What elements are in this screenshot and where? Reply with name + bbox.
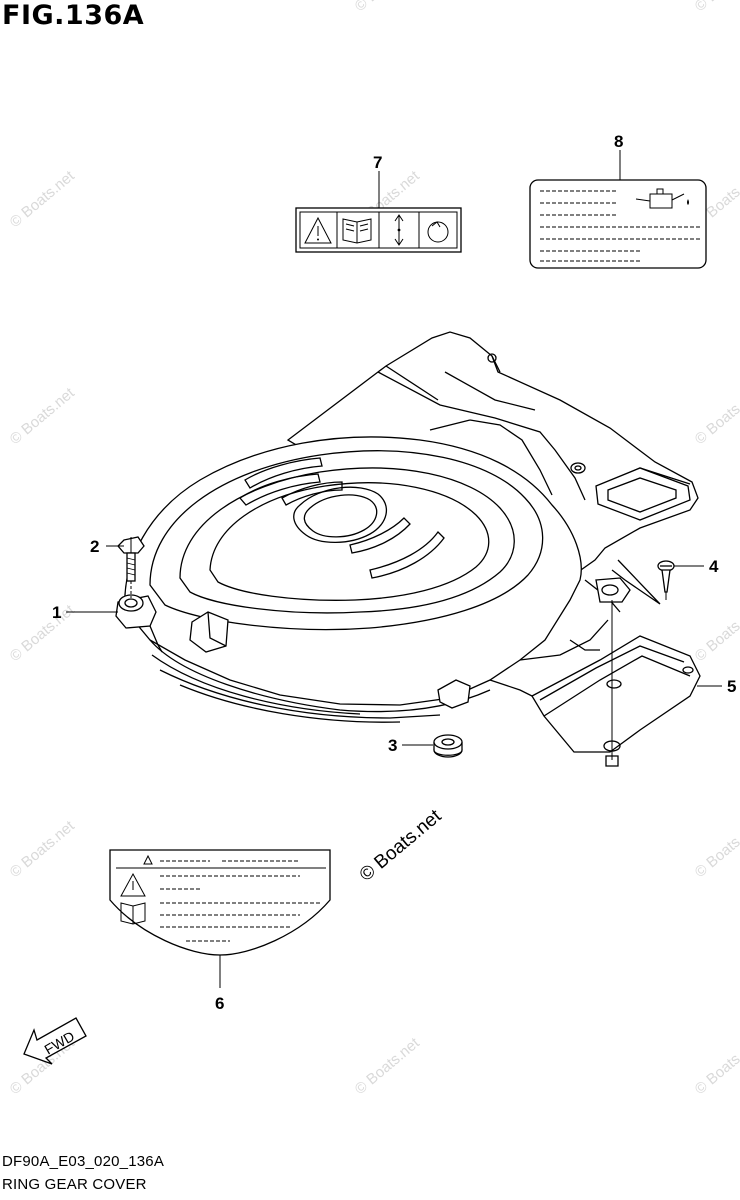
plate-part [531,600,701,767]
callout-3: 3 [388,736,397,755]
watermark: © Boats.net [692,1034,740,1098]
callout-7: 7 [373,153,382,172]
oil-info-label [529,150,707,269]
figure-title: FIG.136A [2,0,145,31]
figure-code: DF90A_E03_020_136A [2,1153,165,1170]
watermark: © Boats.net [7,384,79,448]
oil-can-icon [635,188,689,209]
callout-6: 6 [215,994,224,1013]
callout-4: 4 [709,557,719,576]
callout-5: 5 [727,677,736,696]
screw-part [611,559,675,605]
warning-label-strip [295,171,462,253]
warning-triangle-icon [304,216,332,244]
manual-book-icon [342,218,372,244]
watermark: © Boats.net [692,0,740,15]
callout-1: 1 [52,603,61,622]
caution-triangle-icon [120,854,153,897]
rotation-icon [427,221,449,243]
watermark: © Boats.net [352,1034,424,1098]
watermark: © Boats.net [692,817,740,881]
watermark: © Boats.net [692,601,740,665]
watermark: © Boats.net [7,167,79,231]
arrow-updown-icon [394,214,404,246]
watermark: © Boats.net [692,384,740,448]
callout-8: 8 [614,132,623,151]
watermark-large: © Boats.net [356,805,446,886]
figure-name: RING GEAR COVER [2,1176,147,1193]
caution-book-icon [120,902,146,925]
watermark: © Boats.net [7,601,79,665]
caution-label [109,849,331,988]
callout-2: 2 [90,537,99,556]
leader-lines [66,545,722,746]
callouts: 1 2 3 4 5 6 7 8 [52,132,736,1013]
ring-gear-cover [115,331,699,723]
watermark: © Boats.net [352,0,424,15]
grommet-part [433,734,463,758]
watermark: © Boats.net [7,817,79,881]
